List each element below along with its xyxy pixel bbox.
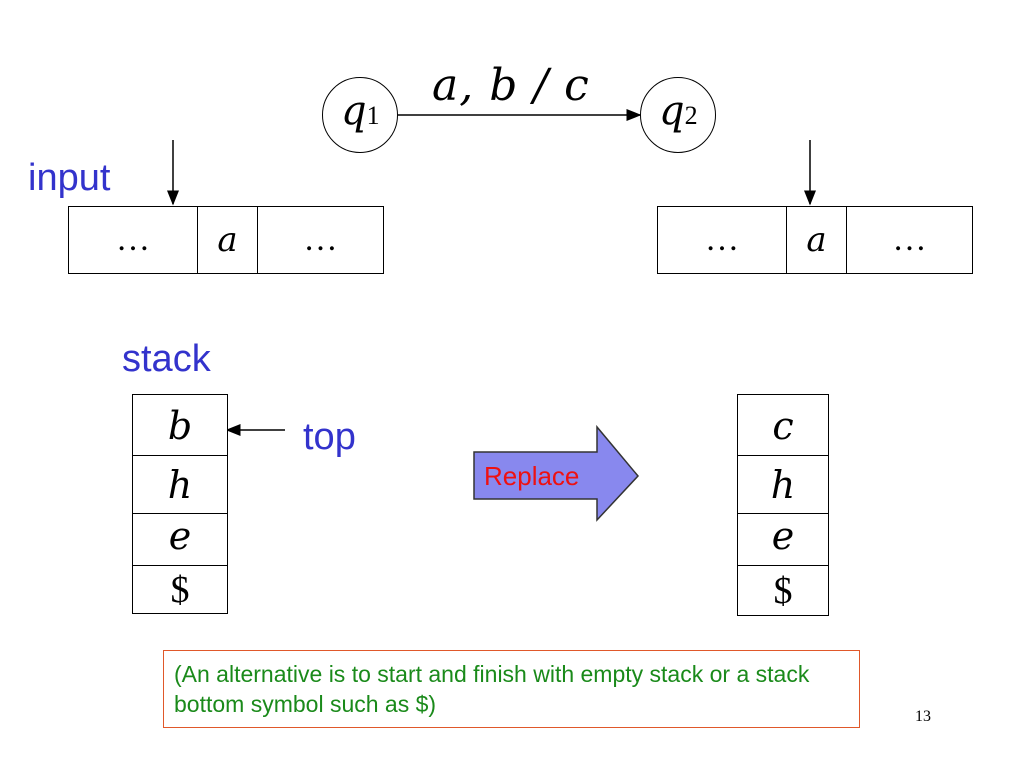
stack-cell: h (167, 463, 193, 507)
top-label: top (303, 416, 356, 458)
replace-arrow-shape (473, 424, 640, 522)
replace-label: Replace (484, 461, 580, 491)
input-tape-before: … a … (68, 206, 384, 274)
transition-label: a, b / c (432, 60, 590, 111)
stack-cell: e (771, 514, 795, 558)
stack-cell: b (167, 404, 193, 448)
stack-cell: c (772, 404, 794, 448)
stack-cell: e (168, 514, 192, 558)
stack-after: c h e $ (737, 394, 829, 616)
state-q1: q1 (322, 77, 398, 153)
page-number: 13 (915, 708, 931, 725)
stack-cell: h (770, 463, 796, 507)
tape-cell: … (116, 221, 150, 258)
tape-cell: a (197, 207, 257, 273)
input-label: input (28, 157, 111, 199)
tape-cell: … (257, 207, 383, 273)
tape-cell: a (786, 207, 846, 273)
stack-label: stack (122, 338, 211, 380)
stack-before: b h e $ (132, 394, 228, 614)
state-q2: q2 (640, 77, 716, 153)
input-tape-after: … a … (657, 206, 973, 274)
stack-cell: $ (170, 569, 190, 611)
tape-cell: … (705, 221, 739, 258)
tape-cell: … (846, 207, 972, 273)
note-box: (An alternative is to start and finish w… (163, 650, 860, 728)
stack-cell: $ (773, 570, 793, 612)
